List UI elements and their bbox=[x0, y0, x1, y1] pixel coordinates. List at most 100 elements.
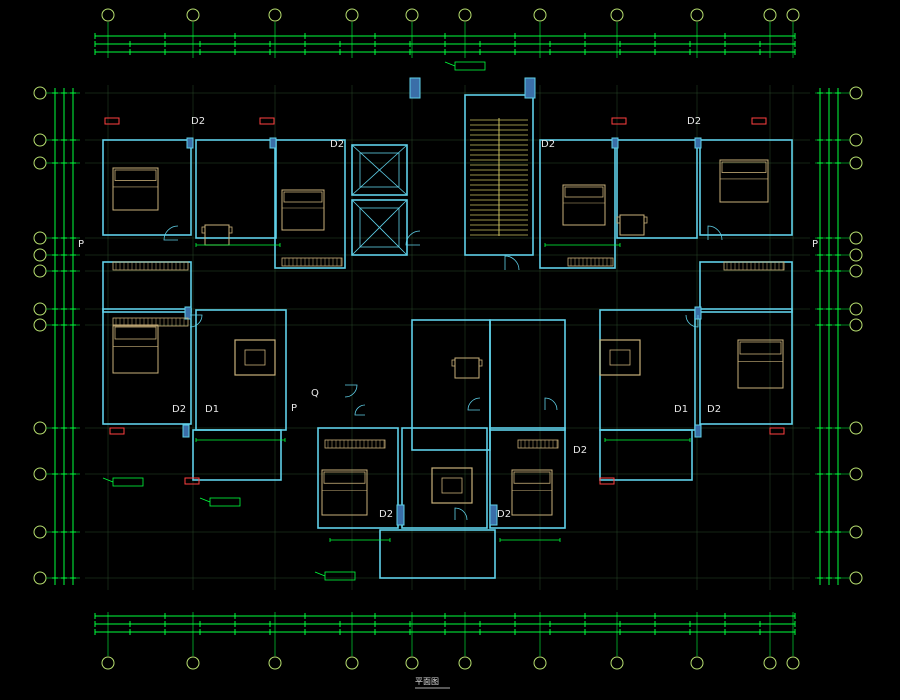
structural-column bbox=[694, 424, 702, 438]
room-outline bbox=[489, 319, 566, 431]
door-tag-d2-bottom-left: D2 bbox=[379, 509, 394, 520]
window-marker bbox=[769, 427, 785, 435]
bed bbox=[321, 469, 368, 516]
structural-column bbox=[186, 137, 194, 149]
bed bbox=[281, 189, 325, 231]
coffee-table bbox=[441, 477, 463, 494]
lift-car bbox=[359, 152, 400, 188]
axis-bubble-bottom bbox=[186, 656, 200, 670]
pillow bbox=[721, 161, 767, 173]
window-marker bbox=[599, 477, 615, 485]
door-tag-d2-center-right: D2 bbox=[573, 445, 588, 456]
room-outline bbox=[539, 139, 616, 269]
axis-bubble-right bbox=[849, 421, 863, 435]
window-marker bbox=[259, 117, 275, 125]
axis-bubble-bottom bbox=[610, 656, 624, 670]
wardrobe bbox=[112, 317, 189, 327]
pillow bbox=[739, 341, 782, 355]
pillow bbox=[323, 471, 366, 484]
door-tag-d2-bottom-center: D2 bbox=[497, 509, 512, 520]
room-outline bbox=[379, 529, 496, 579]
room-outline bbox=[699, 261, 793, 313]
axis-bubble-left bbox=[33, 467, 47, 481]
axis-bubble-right bbox=[849, 86, 863, 100]
door-tag-d2-top-center-right: D2 bbox=[541, 139, 556, 150]
structural-column bbox=[694, 137, 702, 149]
annotation-leader bbox=[102, 477, 114, 483]
structural-column bbox=[182, 424, 190, 438]
axis-bubble-right bbox=[849, 231, 863, 245]
axis-bubble-bottom bbox=[268, 656, 282, 670]
annotation-box bbox=[112, 477, 144, 487]
axis-bubble-bottom bbox=[458, 656, 472, 670]
room-outline bbox=[102, 308, 192, 425]
room-outline bbox=[464, 94, 534, 256]
annotation-box bbox=[324, 571, 356, 581]
door-swing bbox=[467, 397, 481, 411]
axis-bubble-right bbox=[849, 318, 863, 332]
annotation-leader bbox=[444, 61, 456, 67]
window-marker bbox=[109, 427, 125, 435]
window-marker bbox=[611, 117, 627, 125]
structural-column bbox=[489, 504, 498, 526]
axis-bubble-left bbox=[33, 571, 47, 585]
chair bbox=[451, 359, 456, 367]
lift-car bbox=[359, 207, 400, 248]
axis-bubble-right bbox=[849, 525, 863, 539]
axis-bubble-bottom bbox=[690, 656, 704, 670]
axis-bubble-top bbox=[690, 8, 704, 22]
door-tag-d2-top-right: D2 bbox=[687, 116, 702, 127]
axis-bubble-top bbox=[186, 8, 200, 22]
axis-bubble-top bbox=[268, 8, 282, 22]
room-outline bbox=[699, 139, 793, 236]
window-marker bbox=[184, 477, 200, 485]
chair bbox=[616, 216, 621, 224]
axis-bubble-top bbox=[101, 8, 115, 22]
tag-p-right: P bbox=[812, 239, 819, 250]
pillow bbox=[114, 169, 157, 181]
room-outline bbox=[274, 139, 346, 269]
axis-bubble-bottom bbox=[786, 656, 800, 670]
dining-table bbox=[619, 214, 645, 236]
door-swing bbox=[685, 314, 699, 328]
door-swing bbox=[344, 384, 358, 398]
structural-column bbox=[611, 137, 619, 149]
room-outline bbox=[102, 139, 192, 236]
axis-bubble-left bbox=[33, 525, 47, 539]
axis-bubble-left bbox=[33, 86, 47, 100]
chair bbox=[228, 226, 233, 234]
axis-bubble-left bbox=[33, 156, 47, 170]
door-swing bbox=[504, 255, 520, 271]
annotation-leader bbox=[199, 497, 211, 503]
axis-bubble-left bbox=[33, 248, 47, 262]
axis-bubble-top bbox=[786, 8, 800, 22]
axis-bubble-left bbox=[33, 231, 47, 245]
bed bbox=[562, 184, 606, 226]
room-outline bbox=[616, 139, 698, 239]
room-outline bbox=[195, 139, 277, 239]
bed bbox=[719, 159, 769, 203]
axis-bubble-bottom bbox=[101, 656, 115, 670]
window-marker bbox=[751, 117, 767, 125]
door-swing bbox=[544, 397, 558, 411]
axis-bubble-top bbox=[405, 8, 419, 22]
wardrobe bbox=[324, 439, 386, 449]
structural-column bbox=[409, 77, 421, 99]
axis-bubble-right bbox=[849, 248, 863, 262]
room-outline bbox=[401, 427, 488, 529]
room-outline bbox=[317, 427, 399, 529]
structural-column bbox=[524, 77, 536, 99]
structural-column bbox=[396, 504, 405, 526]
room-outline bbox=[599, 429, 693, 481]
axis-bubble-top bbox=[533, 8, 547, 22]
axis-bubble-right bbox=[849, 264, 863, 278]
room-outline bbox=[351, 199, 408, 256]
axis-bubble-top bbox=[763, 8, 777, 22]
axis-bubble-right bbox=[849, 133, 863, 147]
axis-bubble-top bbox=[458, 8, 472, 22]
axis-bubble-bottom bbox=[533, 656, 547, 670]
wardrobe bbox=[567, 257, 614, 267]
door-tag-d2-mid-left: D2 bbox=[172, 404, 187, 415]
structural-column bbox=[269, 137, 277, 149]
